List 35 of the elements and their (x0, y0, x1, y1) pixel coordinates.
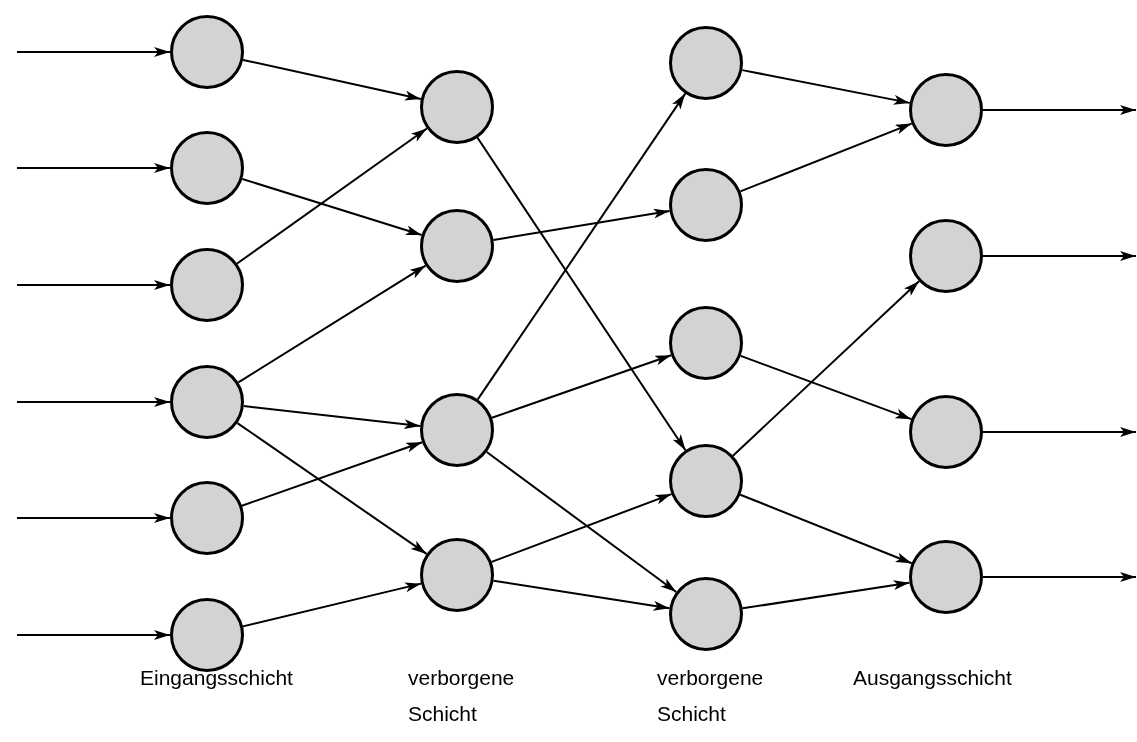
arrow (982, 105, 1137, 115)
arrow (241, 178, 423, 236)
layer-label: verborgene Schicht (408, 665, 516, 727)
arrow (476, 136, 687, 452)
layer-label: verborgene Schicht (657, 665, 765, 727)
arrow (739, 493, 913, 565)
arrow (490, 493, 673, 563)
arrow (485, 451, 678, 593)
arrow (16, 280, 171, 290)
arrow (982, 427, 1137, 437)
arrow (237, 264, 427, 384)
arrow (242, 405, 422, 430)
arrow (16, 630, 171, 640)
arrow (492, 579, 671, 611)
layer-label: Eingangsschicht (140, 665, 294, 691)
arrow (492, 208, 671, 241)
arrow (732, 280, 920, 457)
layer-label: Ausgangsschicht (853, 665, 1013, 691)
arrow (982, 251, 1137, 261)
arrow (476, 92, 687, 401)
arrow (242, 582, 422, 628)
arrow (240, 441, 424, 507)
arrow (236, 422, 428, 555)
arrow (982, 572, 1137, 582)
arrow (16, 397, 171, 407)
arrow (242, 58, 422, 101)
arrow (741, 580, 911, 610)
arrow (236, 127, 428, 265)
arrow (16, 163, 171, 173)
arrow (16, 513, 171, 523)
arrow (739, 354, 913, 421)
arrow (16, 47, 171, 57)
arrow (741, 69, 911, 105)
arrow (490, 354, 673, 419)
arrow (739, 122, 913, 193)
